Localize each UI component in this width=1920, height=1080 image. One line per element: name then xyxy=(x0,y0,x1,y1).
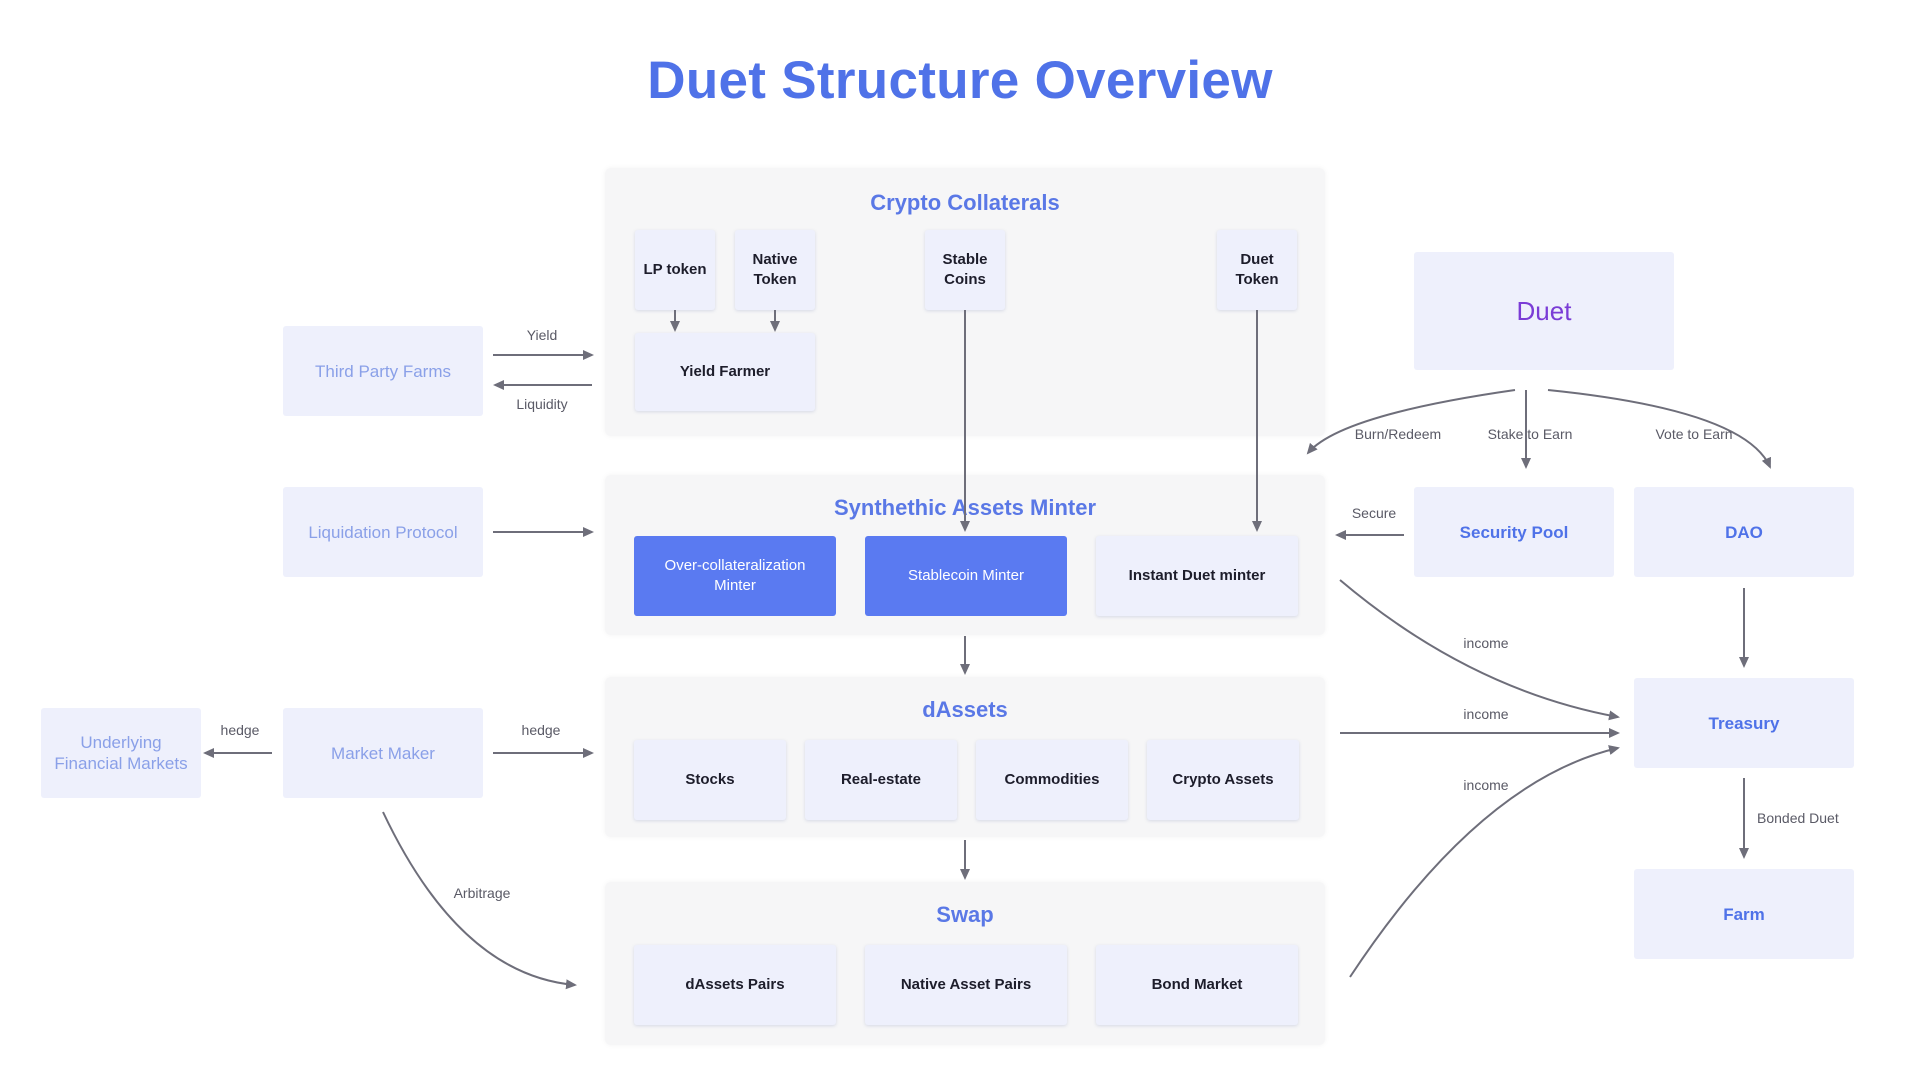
native-token-box: Native Token xyxy=(735,230,815,310)
market-maker-box: Market Maker xyxy=(283,708,483,798)
synthetic-assets-minter-title: Synthethic Assets Minter xyxy=(833,495,1097,520)
farm-box: Farm xyxy=(1634,869,1854,959)
hedge-right-label: hedge xyxy=(521,722,561,738)
swap-bond-market-box: Bond Market xyxy=(1096,945,1298,1025)
treasury-box: Treasury xyxy=(1634,678,1854,768)
crypto-collaterals-title: Crypto Collaterals xyxy=(870,190,1060,215)
burn-redeem-arrow xyxy=(1306,389,1516,455)
yield-label: Yield xyxy=(526,327,558,343)
security-pool-box: Security Pool xyxy=(1414,487,1614,577)
page-title: Duet Structure Overview xyxy=(647,51,1273,110)
stake-to-earn-label: Stake to Earn xyxy=(1487,426,1573,442)
burn-redeem-label: Burn/Redeem xyxy=(1354,426,1442,442)
dasset-crypto-assets-box: Crypto Assets xyxy=(1147,740,1299,820)
income-label-2: income xyxy=(1463,706,1509,722)
secure-label: Secure xyxy=(1351,505,1397,521)
yield-farmer-box: Yield Farmer xyxy=(635,333,815,411)
dasset-commodities-box: Commodities xyxy=(976,740,1128,820)
vote-to-earn-label: Vote to Earn xyxy=(1655,426,1733,442)
dasset-stocks-box: Stocks xyxy=(634,740,786,820)
third-party-farms-box: Third Party Farms xyxy=(283,326,483,416)
dao-box: DAO xyxy=(1634,487,1854,577)
swap-title: Swap xyxy=(936,902,994,927)
liquidation-protocol-box: Liquidation Protocol xyxy=(283,487,483,577)
dassets-title: dAssets xyxy=(922,697,1008,722)
lp-token-box: LP token xyxy=(635,230,715,310)
stablecoin-minter-box: Stablecoin Minter xyxy=(865,536,1067,616)
over-collateralization-minter-box: Over-collateralization Minter xyxy=(634,536,836,616)
arbitrage-label: Arbitrage xyxy=(453,885,511,901)
instant-duet-minter-box: Instant Duet minter xyxy=(1096,536,1298,616)
stable-coins-box: Stable Coins xyxy=(925,230,1005,310)
income-label-1: income xyxy=(1463,635,1509,651)
swap-dassets-pairs-box: dAssets Pairs xyxy=(634,945,836,1025)
hedge-left-label: hedge xyxy=(220,722,260,738)
bonded-duet-label: Bonded Duet xyxy=(1757,810,1839,826)
liquidity-label: Liquidity xyxy=(516,396,568,412)
swap-native-asset-pairs-box: Native Asset Pairs xyxy=(865,945,1067,1025)
duet-token-box: Duet Token xyxy=(1217,230,1297,310)
income-label-3: income xyxy=(1463,777,1509,793)
underlying-financial-markets-box: Underlying Financial Markets xyxy=(41,708,201,798)
duet-box: Duet xyxy=(1414,252,1674,370)
dasset-real-estate-box: Real-estate xyxy=(805,740,957,820)
